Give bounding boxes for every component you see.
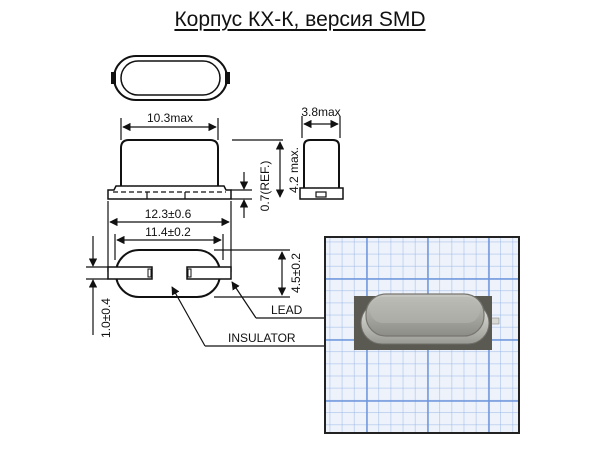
dim-height-max-label: 4.2 max.: [287, 147, 301, 193]
dim-overall-length: [107, 201, 232, 272]
insulator-leader: [171, 286, 326, 347]
bottom-view: [107, 249, 232, 298]
dim-overall-length-label: 12.3±0.6: [145, 207, 192, 221]
diagram-title: Корпус КХ-К, версия SMD: [174, 8, 426, 31]
dim-base-ref: [231, 172, 252, 218]
dim-lead-thickness: [86, 236, 108, 335]
dim-footprint-width: [214, 249, 290, 298]
dim-lead-span: [114, 234, 224, 260]
dim-lead-span-label: 11.4±0.2: [145, 225, 191, 239]
dim-base-ref-label: 0.7(REF.): [258, 161, 272, 212]
top-view: [111, 55, 230, 101]
dim-length-max: [120, 118, 219, 140]
lead-label: LEAD: [271, 303, 303, 317]
front-view: [107, 139, 232, 200]
dim-footprint-width-label: 4.5±0.2: [289, 253, 303, 293]
dim-lead-thickness-label: 1.0±0.4: [99, 298, 113, 338]
dim-length-max-label: 10.3max: [147, 111, 193, 125]
dim-height-max: [232, 139, 285, 198]
insulator-label: INSULATOR: [228, 331, 296, 345]
component-photo: [324, 236, 520, 434]
side-view: [299, 139, 344, 200]
lead-leader: [231, 281, 326, 319]
crystal-photo-graphic: [354, 293, 500, 350]
dim-width-max: [301, 116, 341, 138]
dim-width-max-label: 3.8max: [301, 105, 340, 119]
